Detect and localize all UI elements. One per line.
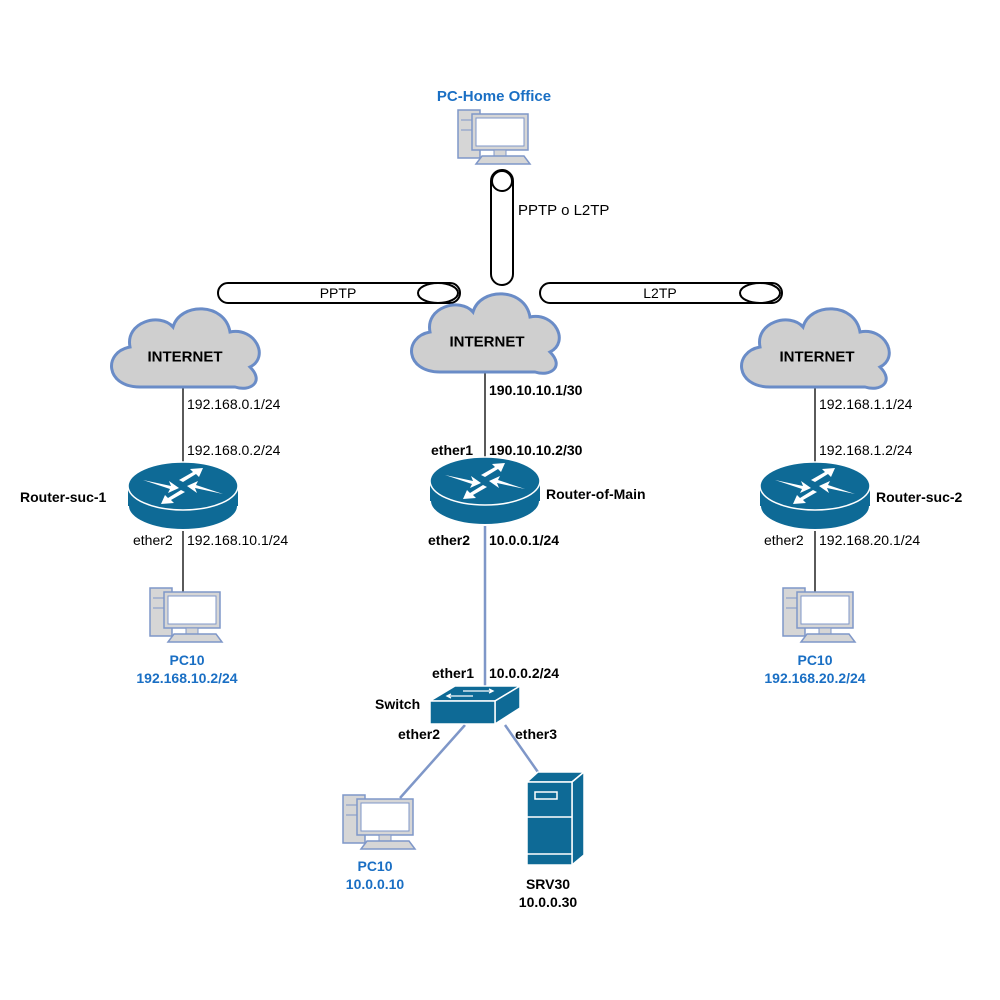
tunnel-pptp-label: PPTP [319, 285, 357, 301]
branch2-pc-ip: 192.168.20.2/24 [764, 670, 866, 686]
branch2-lan-ip: 192.168.20.1/24 [819, 532, 921, 548]
main-wan-isp-ip: 190.10.10.1/30 [489, 382, 583, 398]
switch-port-srv: ether3 [515, 726, 558, 742]
cloud-center-label: INTERNET [449, 333, 525, 351]
switch-name: Switch [375, 696, 421, 712]
branch1-wan-isp-ip: 192.168.0.1/24 [187, 396, 281, 412]
cloud-right-label: INTERNET [779, 348, 855, 366]
tunnel-l2tp [539, 282, 783, 304]
server-ip: 10.0.0.30 [518, 894, 578, 910]
branch2-wan-isp-ip: 192.168.1.1/24 [819, 396, 913, 412]
branch1-pc-ip: 192.168.10.2/24 [136, 670, 238, 686]
pc-icon-branch1[interactable] [149, 587, 223, 643]
pc-icon-branch2[interactable] [782, 587, 856, 643]
router-icon-main[interactable] [429, 456, 541, 526]
main-wan-interface: ether1 [431, 442, 474, 458]
tunnel-home-office [490, 169, 514, 286]
home-office-name: PC-Home Office [436, 88, 552, 105]
pc-icon-main[interactable] [342, 794, 416, 850]
tunnel-pptp [217, 282, 461, 304]
main-lan-interface: ether2 [428, 532, 471, 548]
branch1-lan-ip: 192.168.10.1/24 [187, 532, 289, 548]
link-switch-srv [503, 724, 542, 776]
server-name: SRV30 [525, 876, 571, 892]
tunnel-l2tp-label: L2TP [643, 285, 677, 301]
branch1-wan-router-ip: 192.168.0.2/24 [187, 442, 281, 458]
cloud-left-label: INTERNET [147, 348, 223, 366]
main-pc-name: PC10 [357, 858, 393, 874]
switch-icon[interactable] [427, 684, 523, 726]
router-suc1-name: Router-suc-1 [20, 489, 107, 505]
branch2-wan-router-ip: 192.168.1.2/24 [819, 442, 913, 458]
branch2-lan-interface: ether2 [764, 532, 804, 548]
branch2-pc-name: PC10 [797, 652, 833, 668]
server-icon[interactable] [525, 770, 587, 867]
router-icon-suc2[interactable] [759, 461, 871, 531]
branch1-lan-interface: ether2 [133, 532, 173, 548]
router-main-name: Router-of-Main [546, 486, 646, 502]
router-suc2-name: Router-suc-2 [876, 489, 963, 505]
switch-ip: 10.0.0.2/24 [489, 665, 560, 681]
pc-icon-home-office[interactable] [457, 109, 531, 165]
switch-port-pc: ether2 [398, 726, 441, 742]
router-icon-suc1[interactable] [127, 461, 239, 531]
branch1-pc-name: PC10 [169, 652, 205, 668]
home-office-tunnel-label: PPTP o L2TP [518, 202, 610, 219]
main-pc-ip: 10.0.0.10 [345, 876, 405, 892]
link-switch-pc [399, 724, 466, 799]
switch-uplink-interface: ether1 [432, 665, 475, 681]
main-lan-ip: 10.0.0.1/24 [489, 532, 560, 548]
main-wan-router-ip: 190.10.10.2/30 [489, 442, 583, 458]
